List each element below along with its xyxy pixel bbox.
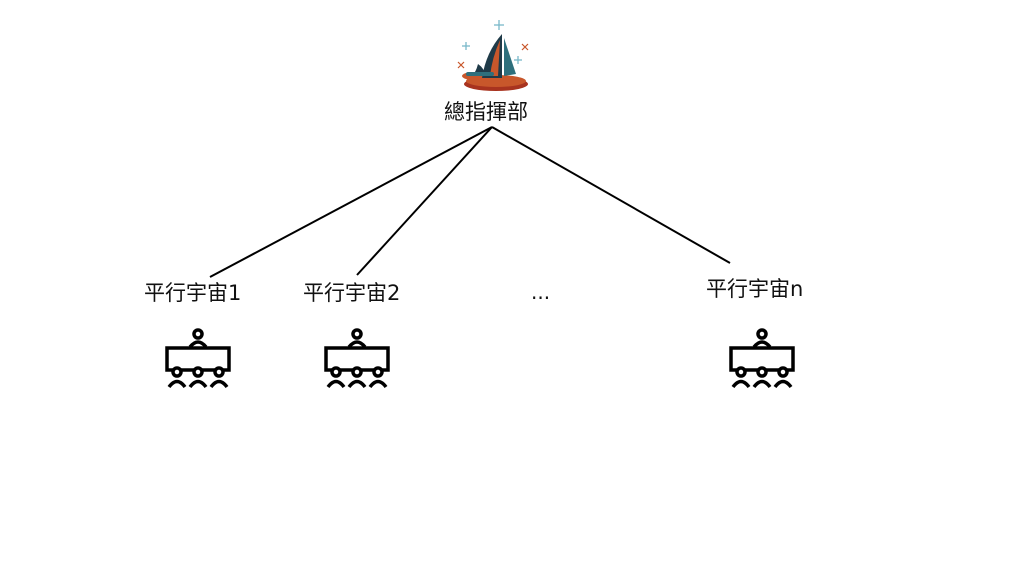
meeting-table-icon bbox=[728, 327, 796, 389]
connector-root-to-universe-n bbox=[491, 126, 731, 264]
universe-n-label: 平行宇宙n bbox=[706, 277, 804, 301]
meeting-table-icon bbox=[323, 327, 391, 389]
universe-2-label: 平行宇宙2 bbox=[303, 281, 401, 305]
sailboat-logo-icon bbox=[452, 18, 536, 96]
root-label: 總指揮部 bbox=[444, 100, 528, 124]
meeting-table-icon bbox=[164, 327, 232, 389]
ellipsis-label: ... bbox=[531, 280, 551, 304]
connector-root-to-universe-2 bbox=[356, 126, 493, 276]
connector-root-to-universe-1 bbox=[209, 126, 493, 278]
universe-1-label: 平行宇宙1 bbox=[144, 281, 242, 305]
